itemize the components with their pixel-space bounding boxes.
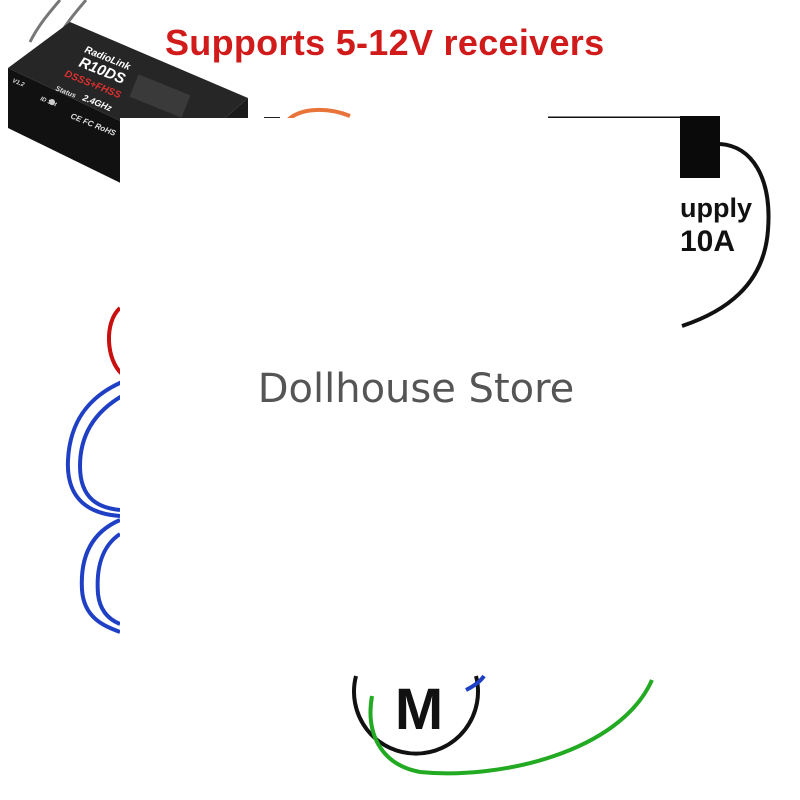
motor-letter: M [394,677,443,742]
store-name-watermark: Dollhouse Store [257,366,575,412]
control-wire-upper [65,380,123,518]
motor-circle-outline [352,675,480,756]
positive-wire [106,306,124,376]
power-connector [680,116,720,178]
power-supply-current: 10A [680,225,736,258]
motor-green-lead [368,679,654,776]
receiver-status-led [49,99,55,105]
control-wire-lower [79,518,121,634]
motor-symbol [352,674,654,776]
motor-blue-lead [465,674,486,692]
receiver-pin-header [129,74,191,118]
power-supply-block [548,116,771,328]
antenna-wire-left [28,0,62,43]
control-wire-upper-2 [77,394,124,512]
receiver-version-label: V1.2 [11,78,25,88]
control-wire-lower-2 [95,532,122,626]
store-overlay-card [120,118,680,634]
power-supply-label: upply 10A [680,193,770,259]
power-supply-name: upply [680,193,752,223]
power-lead-wire [681,142,771,328]
headline-text: Supports 5-12V receivers [165,22,605,63]
